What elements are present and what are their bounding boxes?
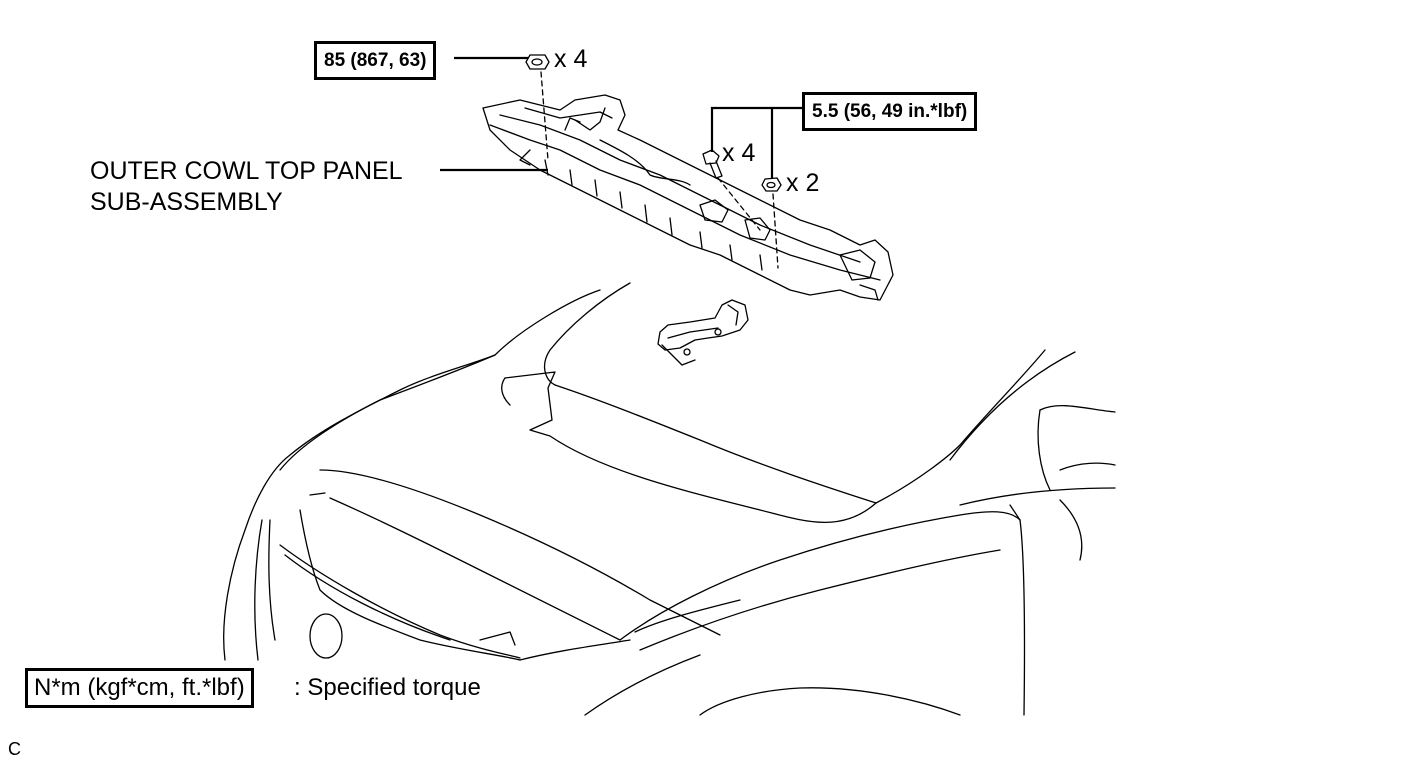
legend-unit-box: N*m (kgf*cm, ft.*lbf) — [25, 668, 254, 708]
vehicle-body-outline — [223, 282, 1116, 716]
torque-value-top: 85 (867, 63) — [324, 50, 427, 71]
torque-value-right: 5.5 (56, 49 in.*lbf) — [812, 101, 968, 122]
quantity-right-bolt: x 4 — [722, 139, 756, 167]
part-label: OUTER COWL TOP PANEL SUB-ASSEMBLY — [90, 156, 403, 218]
right-nut-icon — [761, 177, 782, 192]
wiper-linkage — [657, 299, 749, 366]
figure-code: C — [8, 739, 21, 759]
part-label-line1: OUTER COWL TOP PANEL — [90, 157, 403, 185]
top-nut-icon — [525, 54, 550, 70]
right-bolt-icon — [702, 149, 723, 179]
torque-callout-right-group: 5.5 (56, 49 in.*lbf) — [802, 92, 978, 131]
quantity-right-nut: x 2 — [786, 169, 820, 197]
cowl-panel-shape — [482, 94, 894, 301]
install-lines — [540, 71, 779, 269]
quantity-top-nut: x 4 — [554, 45, 588, 73]
leader-lines — [440, 56, 804, 178]
torque-callout-top-nut: 85 (867, 63) — [314, 41, 437, 80]
legend-description: : Specified torque — [294, 674, 481, 701]
part-label-line2: SUB-ASSEMBLY — [90, 188, 283, 216]
